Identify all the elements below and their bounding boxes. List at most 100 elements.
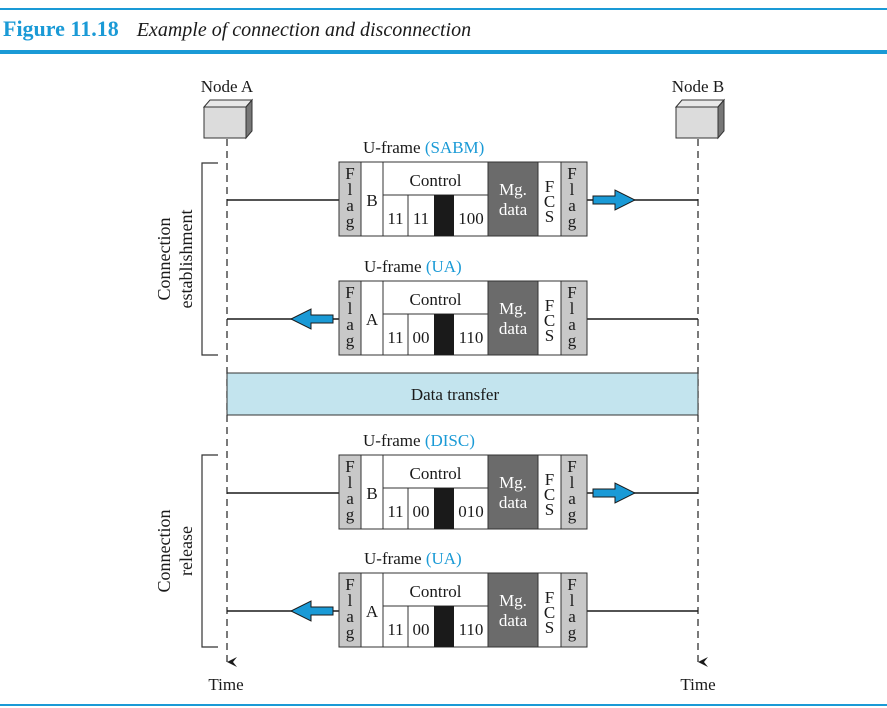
flag-letter: l — [570, 299, 575, 318]
flag-letter: a — [346, 607, 354, 626]
flag-letter: a — [346, 489, 354, 508]
flag-letter: F — [567, 283, 576, 302]
release-bracket — [201, 454, 218, 648]
management-data-field — [487, 280, 539, 356]
flag-letter: F — [345, 575, 354, 594]
flag-letter: F — [567, 575, 576, 594]
bottom-rule — [0, 704, 887, 706]
fcs-letter: F — [545, 588, 554, 607]
address-value: B — [366, 484, 377, 503]
pf-bit-block — [434, 606, 454, 647]
bits-value-1: 11 — [387, 620, 403, 639]
bits-value-2: 00 — [413, 502, 430, 521]
control-label: Control — [410, 582, 462, 601]
fcs-letter: F — [545, 296, 554, 315]
address-value: A — [366, 602, 379, 621]
fcs-letter: C — [544, 192, 555, 211]
figure-number: Figure 11.18 — [3, 16, 119, 41]
address-value: A — [366, 310, 379, 329]
flag-letter: l — [348, 473, 353, 492]
flag-letter: g — [568, 331, 577, 350]
establishment-label-line1: Connection — [154, 218, 174, 301]
fcs-letter: C — [544, 485, 555, 504]
arrow-right-icon — [592, 189, 637, 211]
control-label: Control — [410, 171, 462, 190]
arrow-right-icon — [592, 482, 637, 504]
node-b: Node B — [672, 77, 726, 140]
flag-letter: l — [348, 180, 353, 199]
fcs-letter: S — [545, 618, 554, 637]
frame-title: U-frame (DISC) — [363, 431, 475, 450]
frame-title: U-frame (UA) — [364, 549, 462, 568]
management-data-field — [487, 454, 539, 530]
bits-value-3: 010 — [458, 502, 484, 521]
flag-letter: g — [346, 623, 355, 642]
node-b-box-top — [674, 99, 726, 108]
mgdata-label-1: Mg. — [499, 591, 527, 610]
release-label: Connection release — [154, 510, 196, 593]
node-a: Node A — [201, 77, 254, 140]
node-a-label: Node A — [201, 77, 254, 96]
bits-value-1: 11 — [387, 502, 403, 521]
flag-letter: g — [346, 505, 355, 524]
flag-letter: a — [568, 489, 576, 508]
bits-value-3: 110 — [459, 620, 484, 639]
flag-letter: F — [345, 457, 354, 476]
bits-value-1: 11 — [387, 209, 403, 228]
frame-type: (UA) — [426, 549, 462, 568]
flag-letter: a — [568, 607, 576, 626]
frame-title-prefix: U-frame — [363, 138, 425, 157]
mgdata-label-1: Mg. — [499, 299, 527, 318]
top-rule — [0, 8, 887, 10]
flag-letter: F — [345, 283, 354, 302]
frame-type: (DISC) — [425, 431, 475, 450]
mgdata-label-1: Mg. — [499, 180, 527, 199]
frame-title: U-frame (UA) — [364, 257, 462, 276]
flag-field-right — [560, 280, 588, 356]
flag-letter: g — [346, 212, 355, 231]
flag-letter: l — [570, 180, 575, 199]
mgdata-label-2: data — [499, 611, 528, 630]
fcs-letter: C — [544, 603, 555, 622]
bits-value-3: 110 — [459, 328, 484, 347]
flag-letter: g — [346, 331, 355, 350]
figure-title: Example of connection and disconnection — [136, 19, 472, 41]
arrow-left-icon — [289, 308, 334, 330]
data-transfer-band — [226, 372, 699, 416]
frame-title-prefix: U-frame — [363, 431, 425, 450]
flag-letter: a — [568, 196, 576, 215]
flag-letter: l — [570, 473, 575, 492]
node-b-box-front — [675, 106, 719, 139]
flag-field-right — [560, 454, 588, 530]
flag-field-right — [560, 572, 588, 648]
pf-bit-block — [434, 488, 454, 529]
frame-type: (SABM) — [425, 138, 485, 157]
release-label-line1: Connection — [154, 510, 174, 593]
flag-letter: F — [567, 164, 576, 183]
establishment-label: Connection establishment — [154, 210, 196, 309]
data-transfer-label: Data transfer — [411, 385, 500, 404]
flag-letter: g — [568, 623, 577, 642]
node-a-time-label: Time — [208, 675, 243, 694]
bits-value-1: 11 — [387, 328, 403, 347]
flag-letter: F — [567, 457, 576, 476]
node-b-time-label: Time — [680, 675, 715, 694]
fcs-letter: S — [545, 326, 554, 345]
frame-title: U-frame (SABM) — [363, 138, 484, 157]
node-a-box-top — [202, 99, 254, 108]
caption-rule — [0, 50, 887, 54]
fcs-letter: C — [544, 311, 555, 330]
mgdata-label-1: Mg. — [499, 473, 527, 492]
pf-bit-block — [434, 195, 454, 236]
arrow-left-icon — [289, 600, 334, 622]
fcs-letter: S — [545, 500, 554, 519]
mgdata-label-2: data — [499, 200, 528, 219]
flag-letter: a — [568, 315, 576, 334]
node-a-box-side — [245, 98, 253, 140]
